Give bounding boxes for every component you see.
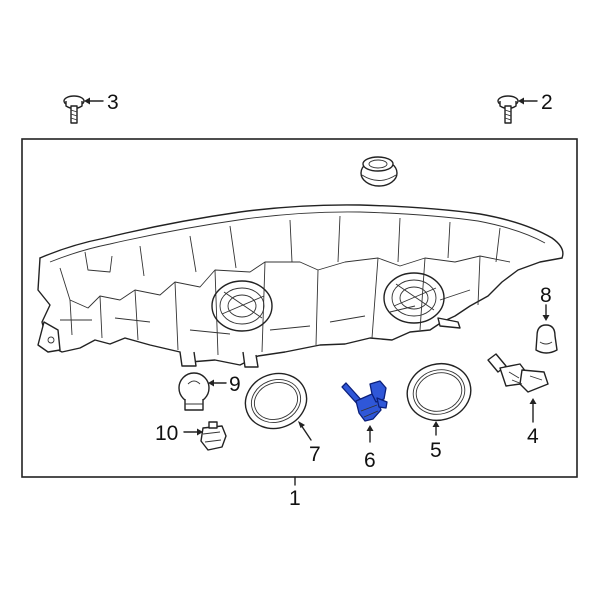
seal-ring-part-5[interactable]	[401, 357, 477, 428]
callout-9-leader	[208, 379, 227, 387]
callout-7-leader	[298, 421, 312, 441]
bulb-part-8[interactable]	[535, 324, 558, 354]
screw-part-2[interactable]	[497, 95, 519, 124]
assembly-frame	[21, 138, 578, 478]
callout-5-leader	[432, 421, 440, 436]
callout-8[interactable]: 8	[540, 284, 552, 307]
reflector-left	[211, 280, 273, 332]
callout-2-leader	[518, 97, 538, 105]
bulb-socket-part-6[interactable]	[341, 380, 388, 422]
callout-1[interactable]: 1	[289, 487, 301, 510]
headlamp-housing[interactable]	[37, 204, 564, 368]
callout-2[interactable]: 2	[541, 91, 553, 114]
callout-7[interactable]: 7	[309, 443, 321, 466]
callout-3[interactable]: 3	[107, 91, 119, 114]
callout-6-leader	[366, 425, 374, 443]
callout-5[interactable]: 5	[430, 439, 442, 462]
callout-9[interactable]: 9	[229, 373, 241, 396]
callout-10-leader	[183, 428, 203, 436]
callout-4[interactable]: 4	[527, 425, 539, 448]
callout-10[interactable]: 10	[155, 422, 178, 445]
callout-3-leader	[84, 97, 104, 105]
callout-6[interactable]: 6	[364, 449, 376, 472]
callout-8-leader	[542, 304, 550, 321]
seal-ring-part-7[interactable]	[238, 365, 315, 437]
bulb-socket-part-4[interactable]	[487, 353, 549, 393]
bulb-part-9[interactable]	[178, 372, 210, 411]
socket-part-10[interactable]	[200, 421, 227, 451]
screw-part-3[interactable]	[63, 95, 85, 124]
reflector-right	[383, 272, 445, 324]
callout-4-leader	[529, 398, 537, 423]
grommet-plug[interactable]	[360, 156, 398, 187]
